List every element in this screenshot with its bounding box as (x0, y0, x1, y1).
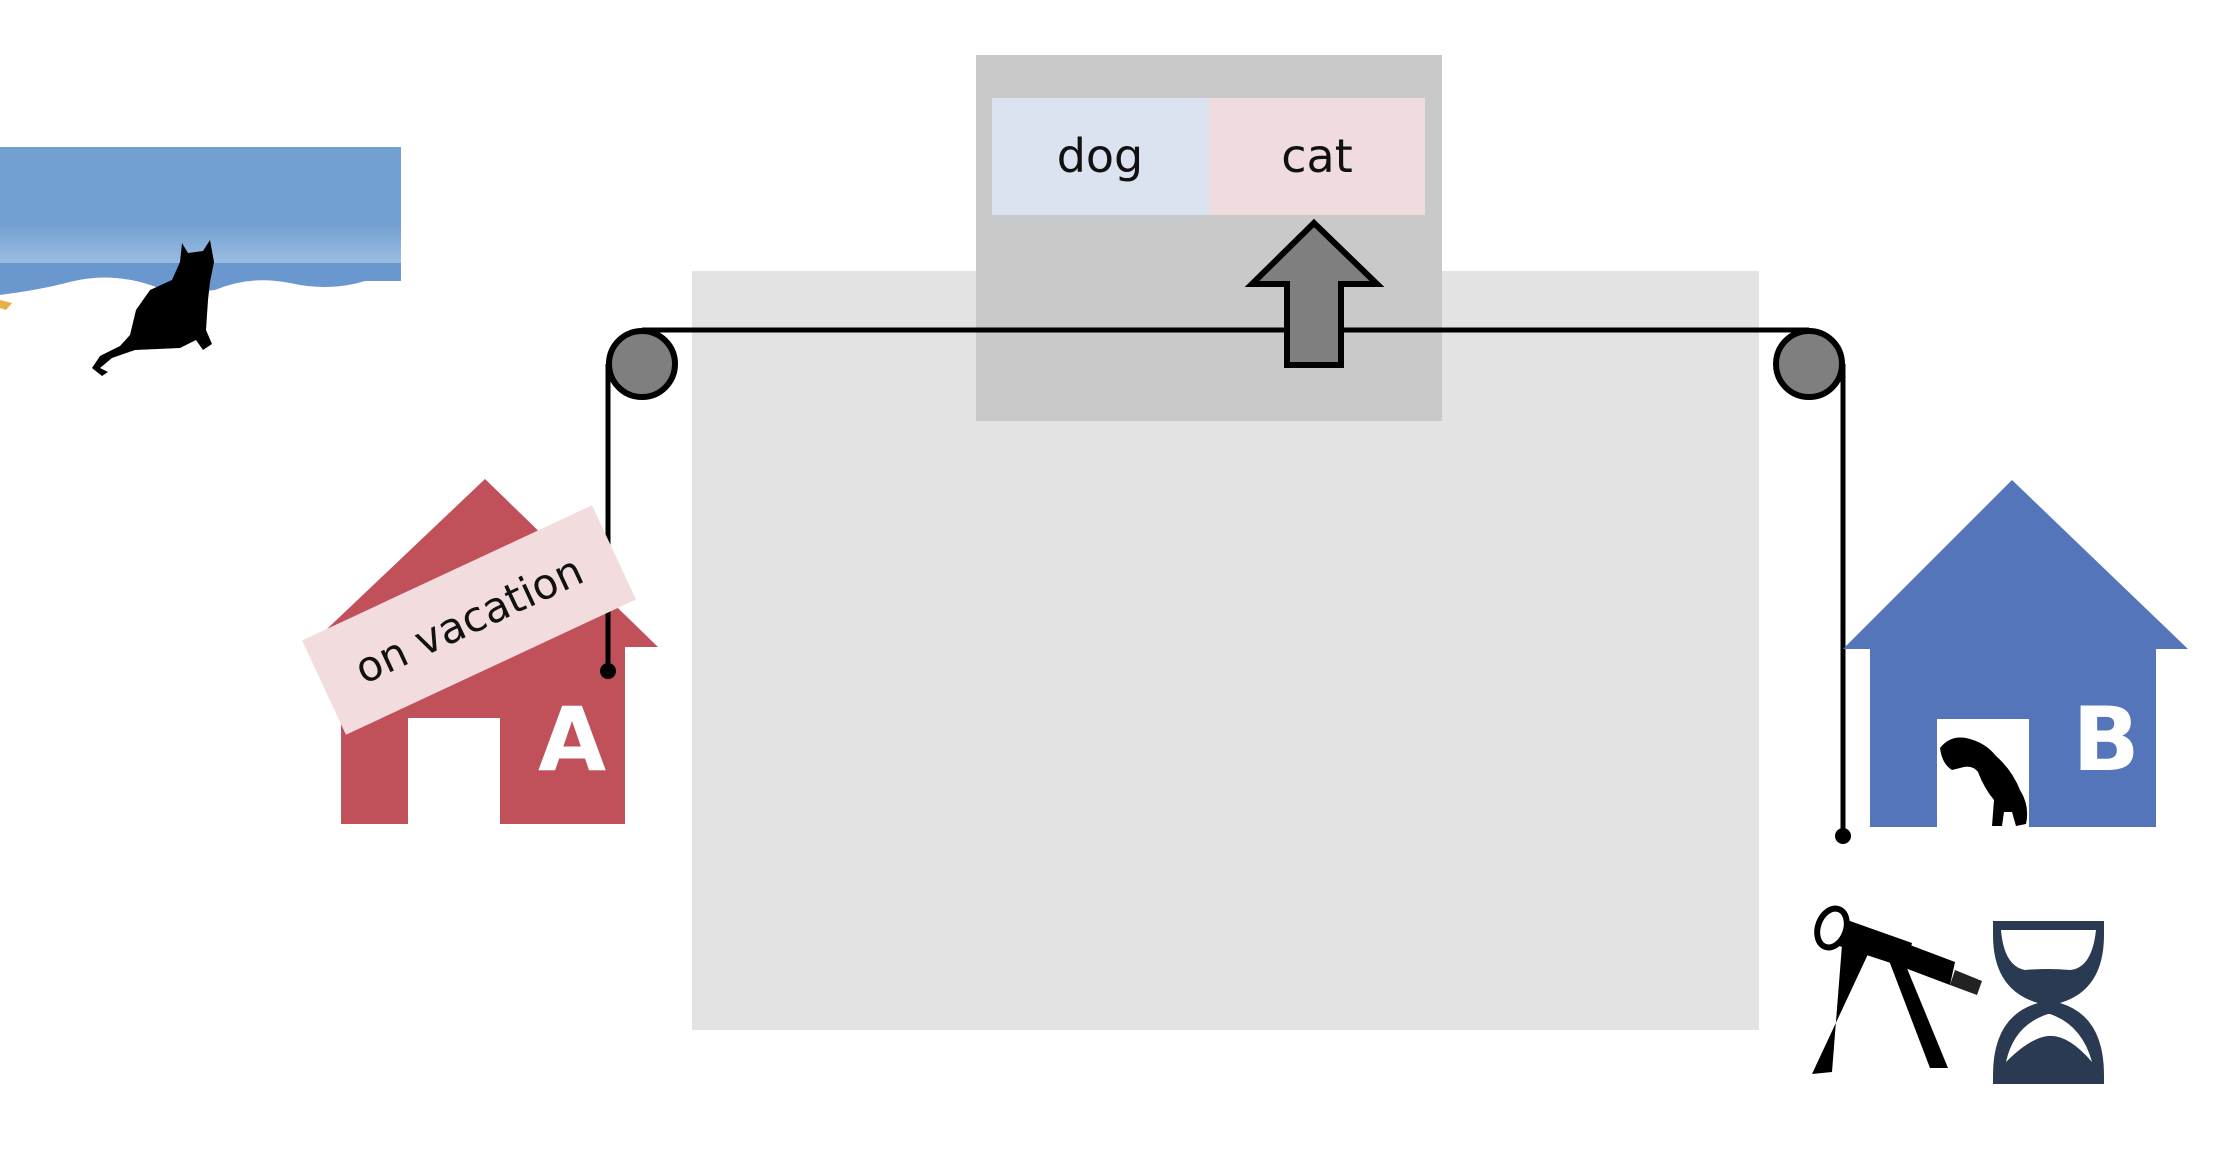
house-a-letter: A (538, 688, 606, 791)
pulley-icon (606, 328, 678, 400)
pulley-icon (1773, 328, 1845, 400)
house-b-letter: B (2072, 688, 2139, 791)
dog-cell[interactable] (992, 98, 1209, 215)
up-arrow-icon[interactable] (1244, 218, 1385, 368)
telescope-icon (1812, 905, 1982, 1074)
cat-label: cat (1281, 129, 1353, 183)
house-b: B (1843, 480, 2188, 827)
dog-icon (1940, 737, 2028, 826)
hourglass-icon (1993, 921, 2104, 1084)
cat-icon (92, 240, 214, 376)
cat-cell[interactable] (1209, 98, 1425, 215)
rope-end-right (1835, 828, 1851, 844)
dog-label: dog (1057, 129, 1144, 183)
